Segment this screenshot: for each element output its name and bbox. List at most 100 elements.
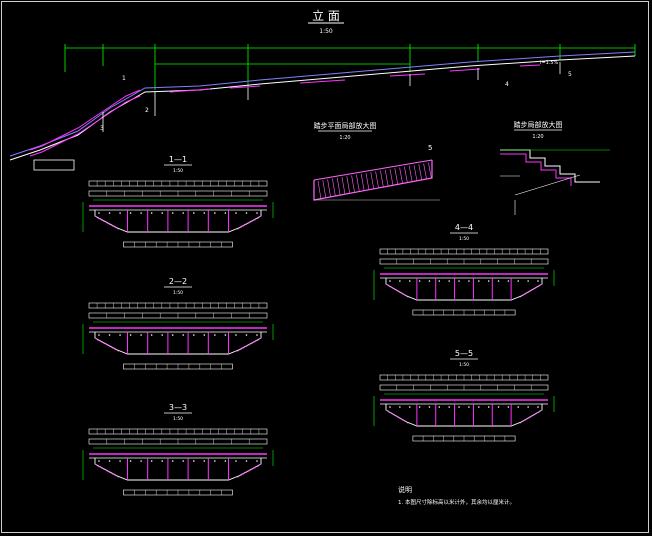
rebar-dot bbox=[245, 212, 248, 214]
rebar-dot bbox=[468, 280, 470, 282]
section-mark-2: 2 bbox=[145, 107, 149, 114]
rebar-dot bbox=[203, 212, 206, 214]
rebar-dot bbox=[214, 460, 216, 462]
rebar-dot bbox=[428, 280, 431, 282]
rebar-dot bbox=[399, 406, 401, 408]
elevation-piers bbox=[33, 62, 561, 171]
section-scale: 1:50 bbox=[459, 236, 469, 242]
rebar-dot bbox=[256, 460, 258, 462]
detail-left-scale: 1:20 bbox=[339, 135, 350, 141]
section-2-2: 2—21:50 bbox=[82, 277, 274, 370]
detail-right: 踏步局部放大图 1:20 bbox=[500, 120, 610, 215]
hatch-line bbox=[423, 163, 427, 180]
rebar-dot bbox=[182, 460, 185, 462]
section-scale: 1:50 bbox=[173, 416, 183, 422]
hatch-line bbox=[356, 174, 360, 192]
rebar-dot bbox=[497, 280, 500, 282]
rebar-dot bbox=[193, 460, 195, 462]
elevation-scale: 1:50 bbox=[319, 28, 333, 35]
cross-sections: 1—11:502—21:503—31:504—41:505—51:50 bbox=[82, 155, 555, 496]
rebar-dot bbox=[161, 212, 163, 214]
hatch-line bbox=[370, 172, 375, 190]
rebar-dot bbox=[98, 334, 100, 336]
rebar-dot bbox=[458, 406, 460, 408]
hatch-line bbox=[341, 176, 346, 195]
hatch-line bbox=[418, 164, 423, 181]
detail-left-mark: 5 bbox=[428, 144, 432, 152]
rebar-dot bbox=[203, 460, 206, 462]
hatch-line bbox=[389, 168, 394, 186]
detail-right-title: 踏步局部放大图 bbox=[514, 120, 563, 129]
detail-right-scale: 1:20 bbox=[532, 134, 543, 140]
hatch-line bbox=[346, 176, 351, 194]
rebar-dot bbox=[150, 212, 153, 214]
rebar-dot bbox=[224, 212, 227, 214]
rebar-dot bbox=[527, 280, 529, 282]
elevation-stair-hatch bbox=[29, 64, 541, 157]
rebar-dot bbox=[418, 406, 421, 408]
section-mark-1: 1 bbox=[122, 75, 126, 82]
hatch-line bbox=[384, 169, 389, 187]
section-scale: 1:50 bbox=[173, 290, 183, 296]
rebar-dot bbox=[193, 334, 195, 336]
rebar-dot bbox=[214, 334, 216, 336]
hatch-line bbox=[428, 162, 432, 179]
section-title: 4—4 bbox=[455, 223, 473, 232]
rebar-dot bbox=[399, 280, 401, 282]
section-title: 5—5 bbox=[455, 349, 473, 358]
rebar-dot bbox=[418, 280, 421, 282]
rebar-dot bbox=[537, 280, 539, 282]
rebar-dot bbox=[214, 212, 216, 214]
notes-heading: 说明 bbox=[398, 485, 412, 494]
hatch-line bbox=[399, 167, 403, 184]
rebar-dot bbox=[140, 212, 142, 214]
rebar-dot bbox=[256, 334, 258, 336]
rebar-dot bbox=[478, 280, 480, 282]
rebar-dot bbox=[487, 406, 490, 408]
section-scale: 1:50 bbox=[173, 168, 183, 174]
rebar-dot bbox=[108, 460, 111, 462]
rebar-dot bbox=[458, 280, 460, 282]
rebar-dot bbox=[517, 280, 520, 282]
rebar-dot bbox=[507, 406, 510, 408]
notes-line-1: 1. 本图尺寸除标高以米计外，其余均以厘米计。 bbox=[398, 498, 515, 506]
rebar-dot bbox=[389, 406, 391, 408]
section-5-5: 5—51:50 bbox=[373, 349, 555, 442]
rebar-dot bbox=[161, 460, 163, 462]
rebar-dot bbox=[224, 334, 227, 336]
hatch-line bbox=[360, 173, 365, 191]
rebar-dot bbox=[256, 212, 258, 214]
rebar-dot bbox=[537, 406, 539, 408]
rebar-dot bbox=[448, 280, 451, 282]
rebar-dot bbox=[497, 406, 500, 408]
rebar-dot bbox=[108, 212, 111, 214]
rebar-dot bbox=[245, 460, 248, 462]
rebar-dot bbox=[224, 460, 227, 462]
rebar-dot bbox=[171, 334, 174, 336]
rebar-dot bbox=[119, 334, 121, 336]
rebar-dot bbox=[468, 406, 470, 408]
hatch-line bbox=[413, 164, 418, 182]
rebar-dot bbox=[98, 212, 100, 214]
rebar-dot bbox=[235, 334, 237, 336]
detail-left-hatch bbox=[317, 162, 432, 200]
section-1-1: 1—11:50 bbox=[82, 155, 274, 248]
rebar-dot bbox=[129, 334, 132, 336]
rebar-dot bbox=[150, 460, 153, 462]
hatch-line bbox=[408, 165, 413, 182]
rebar-dot bbox=[408, 406, 411, 408]
elevation-grade-label: i=1.5% bbox=[540, 60, 559, 66]
rebar-dot bbox=[203, 334, 206, 336]
section-mark-5: 5 bbox=[568, 71, 572, 78]
hatch-line bbox=[380, 170, 384, 188]
rebar-dot bbox=[129, 212, 132, 214]
rebar-dot bbox=[448, 406, 451, 408]
hatch-line bbox=[375, 171, 379, 189]
rebar-dot bbox=[487, 280, 490, 282]
hatch-line bbox=[365, 172, 370, 191]
hatch-line bbox=[336, 177, 341, 196]
rebar-dot bbox=[438, 280, 441, 282]
rebar-dot bbox=[245, 334, 248, 336]
rebar-dot bbox=[98, 460, 100, 462]
